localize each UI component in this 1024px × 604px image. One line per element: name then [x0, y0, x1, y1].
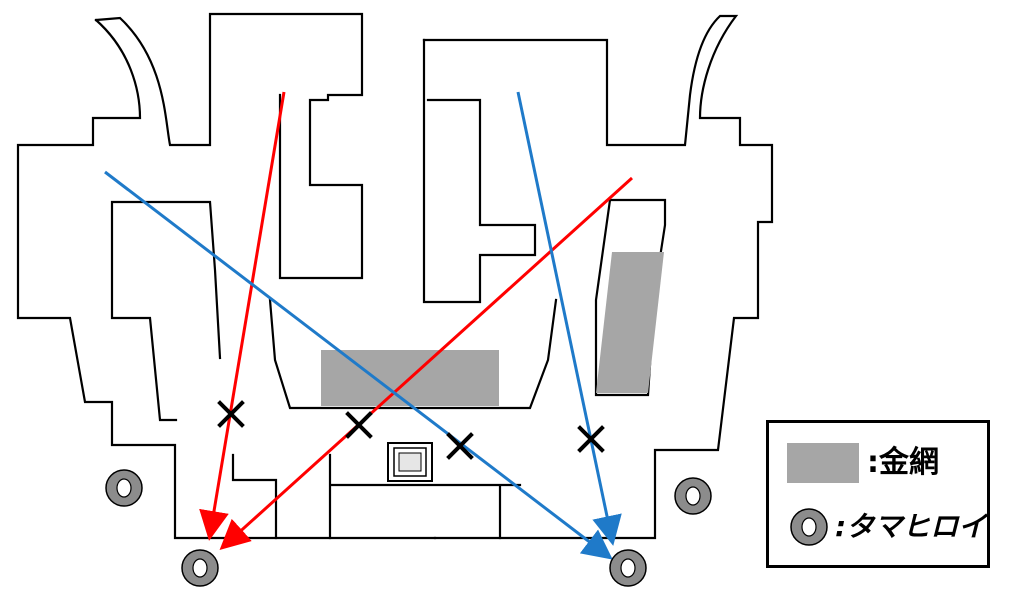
cross-mark-icon [345, 411, 373, 439]
ring-icon [609, 549, 647, 587]
center-bowl [268, 298, 558, 410]
mesh-swatch [787, 443, 859, 483]
mesh-areas [321, 252, 664, 406]
cross-mark-icon [577, 425, 605, 453]
ring-icon [674, 477, 712, 515]
playfield-walls [16, 12, 774, 540]
ring-icon [105, 469, 143, 507]
coin-collectors [105, 469, 712, 587]
ring-icon [790, 508, 828, 546]
legend: :金網 :タマヒロイ [766, 420, 990, 568]
right-upper-column [422, 14, 774, 540]
blue-arrow-right-shot [516, 91, 622, 546]
legend-mesh-label: :金網 [867, 445, 939, 480]
left-inner-slingwall [110, 200, 222, 422]
blue-arrow-cross-shot [104, 170, 613, 560]
cross-mark-icon [446, 432, 474, 460]
target-marks [217, 400, 605, 460]
red-arrow-cross-shot [219, 176, 634, 551]
cross-mark-icon [217, 400, 245, 428]
left-outer-wall [16, 12, 437, 540]
legend-coin-label: :タマヒロイ [835, 510, 987, 543]
right-inner-post [422, 38, 537, 304]
shot-arrows [104, 91, 634, 560]
kicker-square-icon [387, 442, 433, 482]
mesh-right [596, 252, 664, 393]
legend-row-mesh: :金網 [769, 437, 987, 489]
legend-row-coin: :タマヒロイ [769, 501, 987, 553]
left-lower-lane [231, 453, 278, 540]
red-arrow-left-shot [199, 91, 286, 541]
ring-icon [181, 549, 219, 587]
